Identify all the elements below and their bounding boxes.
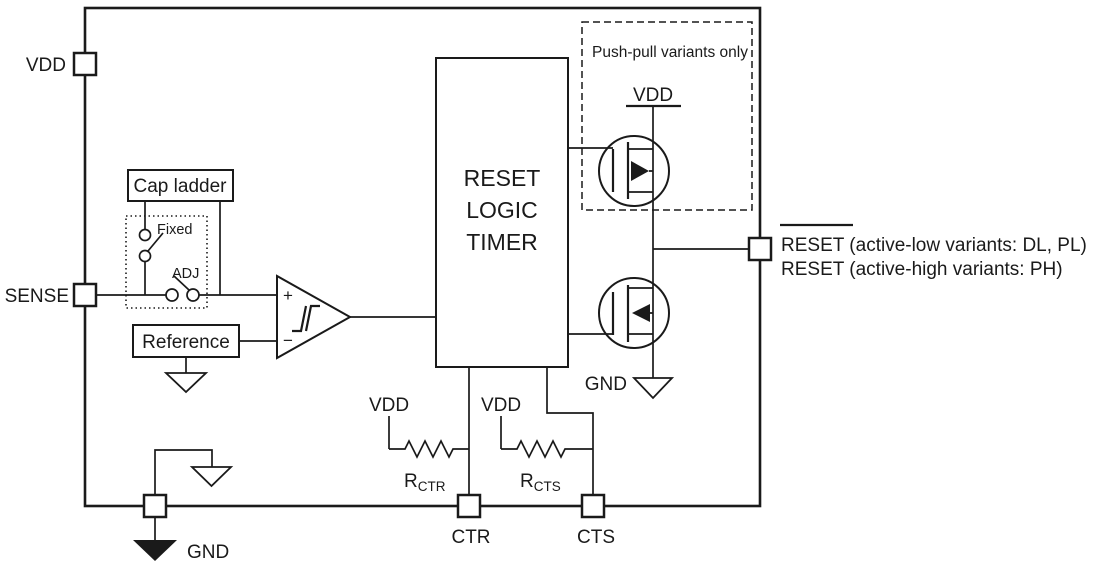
fixed-switch-blade — [147, 232, 164, 252]
nmos-ground-icon — [631, 377, 675, 400]
gnd-pin — [142, 493, 168, 519]
sense-pin — [72, 282, 98, 308]
cts-wire — [546, 367, 594, 495]
reset-output-label-active-low: RESET (active-low variants: DL, PL) — [781, 235, 1087, 256]
push-pull-region-box — [581, 21, 753, 211]
adj-switch-label: ADJ — [172, 266, 199, 282]
ctr-pin — [456, 493, 482, 519]
chip-boundary — [83, 6, 762, 508]
cts-pin-label: CTS — [577, 527, 615, 548]
comparator-plus-label: + — [283, 286, 293, 305]
adj-switch-blade — [173, 275, 190, 291]
ctr-pin-label: CTR — [451, 527, 490, 548]
vdd-pin-label: VDD — [26, 55, 66, 76]
fixed-switch-label: Fixed — [157, 222, 192, 238]
comparator-triangle — [276, 274, 353, 360]
rcts-resistor — [501, 439, 593, 459]
nmos-arrow-icon — [632, 304, 650, 322]
reset-word-overlined: RESET — [781, 235, 845, 256]
fixed-switch-bottom-contact — [138, 249, 152, 263]
fixed-switch — [138, 228, 164, 263]
vdd-pin — [72, 51, 98, 77]
reference-box — [132, 324, 240, 358]
adj-switch-left-contact — [165, 288, 179, 302]
rctr-label-sub: CTR — [418, 479, 446, 494]
gnd-pin-internal-wire — [154, 449, 213, 495]
nmos-transistor — [598, 277, 670, 349]
internal-ground-icon — [189, 466, 234, 488]
reset-active-low-suffix: (active-low variants: DL, PL) — [844, 235, 1087, 256]
pmos-body-circle — [598, 135, 670, 207]
pmos-terminal-stubs — [628, 148, 653, 193]
fixed-switch-top-contact — [138, 228, 152, 242]
threshold-select-box — [125, 215, 208, 309]
reset-output-label-active-high: RESET (active-high variants: PH) — [781, 259, 1063, 280]
pmos-arrow-icon — [631, 161, 649, 181]
nmos-gnd-label: GND — [585, 374, 627, 395]
reset-logic-timer-line2: LOGIC — [466, 197, 538, 223]
nmos-terminal-stubs — [628, 287, 653, 335]
cap-ladder-box — [127, 169, 234, 202]
reset-logic-timer-box — [435, 57, 569, 368]
pmos-transistor — [598, 104, 681, 207]
cap-ladder-label: Cap ladder — [134, 176, 228, 197]
wires — [96, 106, 749, 540]
pmos-vdd-label: VDD — [633, 85, 673, 106]
hysteresis-icon — [292, 304, 320, 333]
rctr-label-base: R — [404, 471, 418, 492]
rcts-vdd-label: VDD — [481, 395, 521, 416]
adj-switch — [165, 275, 200, 302]
sense-pin-label: SENSE — [5, 286, 69, 307]
gnd-pin-label: GND — [187, 542, 229, 563]
nmos-body-circle — [598, 277, 670, 349]
reset-logic-timer-line1: RESET — [464, 165, 541, 191]
reset-pin — [747, 236, 773, 262]
comparator — [276, 274, 353, 360]
reference-label: Reference — [142, 332, 230, 353]
rctr-vdd-label: VDD — [369, 395, 409, 416]
gnd-pin-arrow-icon — [133, 540, 177, 561]
rcts-label-sub: CTS — [534, 479, 561, 494]
rctr-resistor-label: RCTR — [404, 471, 446, 494]
cts-pin — [580, 493, 606, 519]
reset-logic-timer-line3: TIMER — [466, 229, 538, 255]
push-pull-note-label: Push-pull variants only — [592, 44, 748, 61]
comparator-minus-label: − — [283, 331, 293, 350]
rcts-label-base: R — [520, 471, 534, 492]
adj-switch-right-contact — [186, 288, 200, 302]
rctr-resistor — [389, 439, 469, 459]
rcts-resistor-label: RCTS — [520, 471, 561, 494]
reference-ground-icon — [163, 372, 209, 394]
